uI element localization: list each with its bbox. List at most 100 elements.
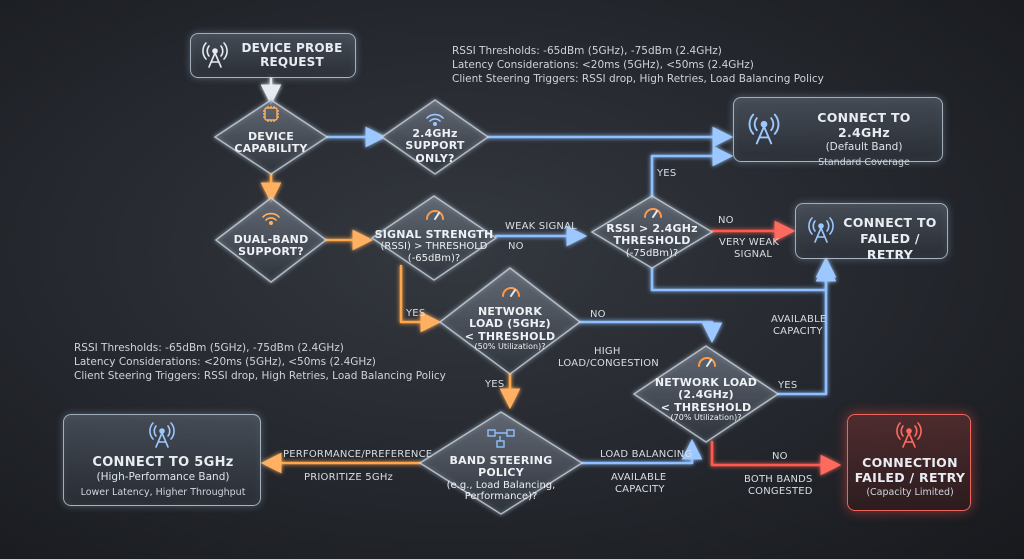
decision-text: (-75dBm)? — [625, 247, 679, 259]
edge-label-weak-signal: WEAK SIGNAL — [505, 221, 577, 232]
diamond-load5 — [438, 267, 582, 375]
decision-text: NETWORK — [477, 305, 543, 318]
decision-text: BAND STEERING POLICY — [449, 454, 553, 480]
edge-label-congested: CONGESTED — [748, 486, 813, 497]
edge-label-yes: YES — [778, 380, 798, 391]
decision-text: THRESHOLD — [613, 234, 691, 248]
edge-label-no: NO — [772, 451, 788, 462]
node-subtitle: (Capacity Limited) — [866, 487, 954, 498]
decision-device-capability[interactable]: DEVICE CAPABILITY — [226, 130, 316, 156]
wire-rssi24-connect24 — [650, 145, 734, 200]
wifi-icon — [262, 212, 280, 226]
decision-text: (e.g., Load Balancing, — [446, 479, 556, 491]
decision-band-steering[interactable]: BAND STEERING POLICY (e.g., Load Balanci… — [436, 454, 566, 502]
node-device-probe[interactable]: DEVICE PROBE REQUEST — [190, 33, 356, 78]
antenna-icon — [202, 42, 228, 68]
decision-text: CAPABILITY — [234, 142, 308, 156]
decision-text: ONLY? — [415, 151, 455, 165]
wire-load24-failed2 — [710, 440, 842, 476]
wire-load24-failed1 — [776, 260, 837, 396]
edge-label-capacity: CAPACITY — [615, 484, 665, 495]
note-line: Client Steering Triggers: RSSI drop, Hig… — [452, 73, 824, 85]
edge-label-performance-preference: PERFORMANCE/PREFERENCE — [283, 449, 433, 460]
diamond-signal — [370, 195, 498, 281]
decision-text: < THRESHOLD — [660, 400, 752, 414]
edge-label-very-weak: VERY WEAK — [719, 237, 780, 248]
edge-label-available: AVAILABLE — [611, 472, 667, 483]
node-connect-24ghz[interactable]: CONNECT TO 2.4GHz (Default Band) Standar… — [733, 97, 943, 168]
gauge-icon — [644, 208, 662, 218]
diamond-rssi24 — [590, 195, 714, 269]
decision-text: SUPPORT? — [238, 245, 304, 259]
decision-dual-band[interactable]: DUAL-BAND SUPPORT? — [226, 233, 316, 259]
node-title: REQUEST — [260, 55, 324, 69]
decision-text: DUAL-BAND — [233, 233, 309, 246]
edge-label-no: NO — [508, 241, 524, 252]
diamond-capability — [213, 99, 329, 175]
decision-text: (50% Utilization)? — [474, 341, 546, 351]
node-subtitle: (Default Band) — [825, 141, 903, 153]
node-title: CONNECT TO 5GHz — [92, 455, 234, 470]
node-title: CONNECT TO — [843, 215, 937, 230]
decision-text: LOAD (5GHz) — [469, 317, 551, 331]
node-title: DEVICE PROBE — [241, 41, 343, 55]
edge-label-available: AVAILABLE — [771, 314, 827, 325]
node-title: FAILED / RETRY — [860, 231, 920, 262]
decision-text: (2.4GHz) — [678, 388, 734, 402]
diamond-dualband — [214, 197, 328, 283]
edge-label-both-bands: BOTH BANDS — [744, 474, 813, 485]
antenna-icon — [808, 217, 834, 243]
gauge-icon — [502, 287, 520, 297]
decision-text: 2.4GHz — [412, 127, 458, 140]
diamond-load24 — [632, 345, 780, 443]
antenna-icon — [748, 113, 780, 145]
decision-text: (70% Utilization)? — [670, 412, 742, 422]
decision-text: SIGNAL STRENGTH — [374, 228, 494, 241]
note-line: Latency Considerations: <20ms (5GHz), <5… — [74, 356, 376, 368]
antenna-icon — [896, 422, 922, 448]
decision-text: < THRESHOLD — [464, 329, 556, 343]
steering-flow-icon — [487, 429, 515, 448]
notes-left: RSSI Thresholds: -65dBm (5GHz), -75dBm (… — [74, 341, 446, 383]
edge-label-no: NO — [590, 309, 606, 320]
decision-network-load-5ghz[interactable]: NETWORK LOAD (5GHz) < THRESHOLD (50% Uti… — [458, 305, 562, 352]
decision-text: (-65dBm)? — [407, 252, 461, 264]
gauge-icon — [698, 357, 716, 367]
node-connection-failed[interactable]: CONNECTION FAILED / RETRY (Capacity Limi… — [847, 414, 971, 511]
node-title: CONNECTION — [862, 455, 958, 470]
cpu-icon — [263, 106, 279, 122]
edge-label-capacity: CAPACITY — [773, 326, 823, 337]
edge-label-yes: YES — [485, 379, 505, 390]
decision-rssi-24ghz[interactable]: RSSI > 2.4GHz THRESHOLD (-75dBm)? — [602, 222, 702, 259]
decision-text: (RSSI) > THRESHOLD — [380, 241, 488, 253]
wire-load5-load24 — [578, 320, 723, 344]
wire-steering-load24 — [580, 438, 703, 465]
edge-label-yes: YES — [657, 168, 677, 179]
node-title: FAILED / RETRY — [854, 470, 966, 485]
diamond-steering — [418, 411, 584, 515]
note-line: RSSI Thresholds: -65dBm (5GHz), -75dBm (… — [74, 342, 344, 354]
edge-label-load-congestion: LOAD/CONGESTION — [558, 358, 659, 369]
edge-label-load-balancing: LOAD BALANCING — [600, 449, 693, 460]
edge-label-no: NO — [718, 215, 734, 226]
wifi-icon — [426, 113, 444, 127]
notes-top: RSSI Thresholds: -65dBm (5GHz), -75dBm (… — [452, 44, 824, 86]
diamond-only24 — [380, 99, 490, 175]
wire-rssi24-failed1-available — [650, 256, 837, 292]
edge-label-yes: YES — [406, 308, 426, 319]
edge-label-prioritize-5ghz: PRIORITIZE 5GHz — [304, 472, 393, 483]
node-title: CONNECT TO 2.4GHz — [817, 110, 911, 140]
decision-text: Performance)? — [464, 490, 538, 502]
node-subtitle: Lower Latency, Higher Throughput — [80, 487, 246, 498]
wire-signal-load5 — [399, 264, 442, 333]
node-subtitle: (High-Performance Band) — [96, 471, 230, 483]
decision-24ghz-only[interactable]: 2.4GHz SUPPORT ONLY? — [395, 127, 475, 165]
decision-text: NETWORK LOAD — [654, 376, 758, 389]
node-subtitle: Standard Coverage — [818, 157, 910, 168]
note-line: Latency Considerations: <20ms (5GHz), <5… — [452, 59, 754, 71]
note-line: Client Steering Triggers: RSSI drop, Hig… — [74, 370, 446, 382]
decision-signal-strength[interactable]: SIGNAL STRENGTH (RSSI) > THRESHOLD (-65d… — [374, 228, 494, 264]
decision-network-load-24ghz[interactable]: NETWORK LOAD (2.4GHz) < THRESHOLD (70% U… — [648, 376, 764, 423]
